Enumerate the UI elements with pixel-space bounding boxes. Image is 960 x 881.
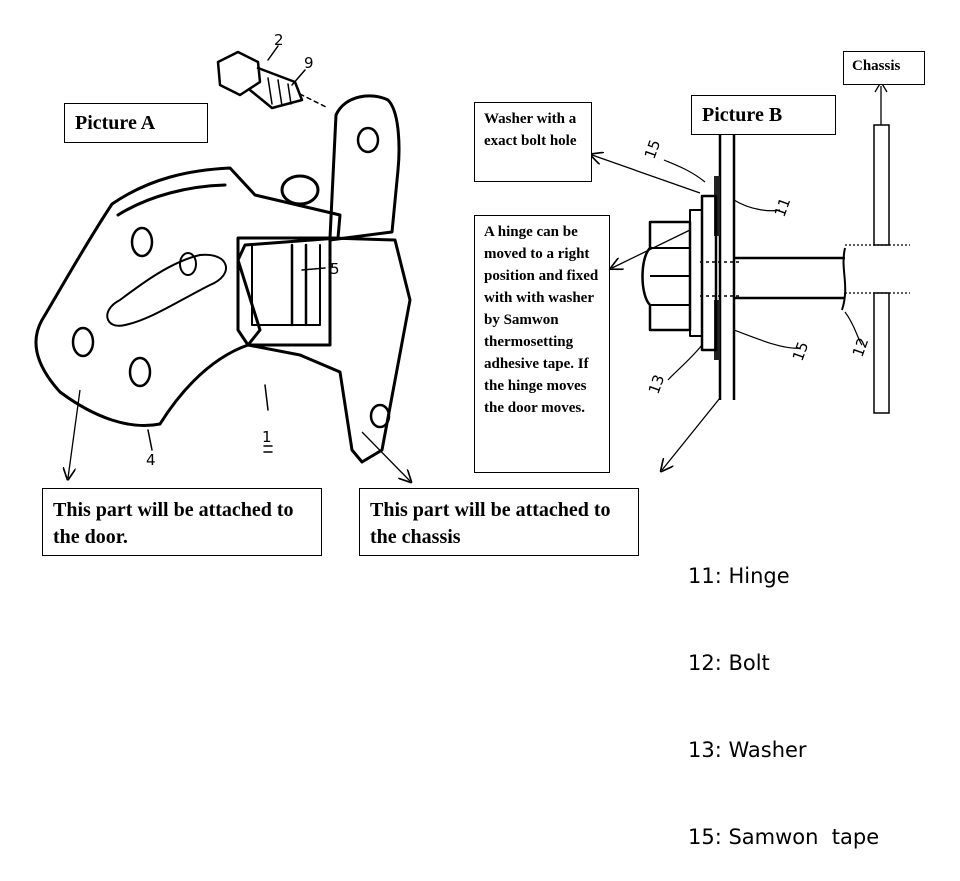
- arrow-to-door-note: [68, 389, 81, 478]
- part-number-5: 5: [330, 260, 340, 278]
- arrow-to-washer-note: [592, 155, 701, 194]
- legend-item-bolt: 12: Bolt: [688, 651, 770, 675]
- arrow-to-chassis-note: [361, 431, 410, 481]
- part-number-12: 12: [849, 335, 872, 359]
- chassis-note: This part will be attached to the chassi…: [359, 488, 639, 556]
- arrow-to-hinge-note: [612, 229, 691, 268]
- hinge-pin: [290, 243, 308, 327]
- washer-note: Washer with a exact bolt hole: [474, 102, 592, 182]
- chassis-label: Chassis: [843, 51, 925, 85]
- picture-b-title: Picture B: [691, 95, 836, 135]
- part-number-15-top: 15: [641, 137, 664, 161]
- hinge-drawing-picture-a: 2 9 5 4 1: [34, 31, 412, 469]
- part-number-9: 9: [304, 54, 314, 72]
- hinge-note: A hinge can be moved to a right position…: [474, 215, 610, 473]
- part-number-11: 11: [771, 195, 794, 219]
- bolt: [216, 50, 262, 97]
- part-number-13: 13: [645, 372, 668, 396]
- arrow-from-washer: [662, 397, 721, 470]
- legend-item-tape: 15: Samwon tape: [688, 825, 880, 849]
- part-number-4: 4: [146, 451, 156, 469]
- chassis-flange: [328, 94, 401, 242]
- legend-item-hinge: 11: Hinge: [688, 564, 790, 588]
- part-number-2: 2: [274, 31, 284, 49]
- picture-a-title: Picture A: [64, 103, 208, 143]
- parts-legend: 11: Hinge 12: Bolt 13: Washer 15: Samwon…: [688, 504, 879, 881]
- callout-arrows: [0, 0, 721, 720]
- legend-item-washer: 13: Washer: [688, 738, 807, 762]
- door-plate: [34, 166, 342, 428]
- bolt-shank: [734, 256, 845, 300]
- part-number-1: 1: [262, 428, 272, 446]
- part-number-15-bottom: 15: [789, 339, 812, 363]
- door-note: This part will be attached to the door.: [42, 488, 322, 556]
- hinge-knuckle: [236, 236, 332, 347]
